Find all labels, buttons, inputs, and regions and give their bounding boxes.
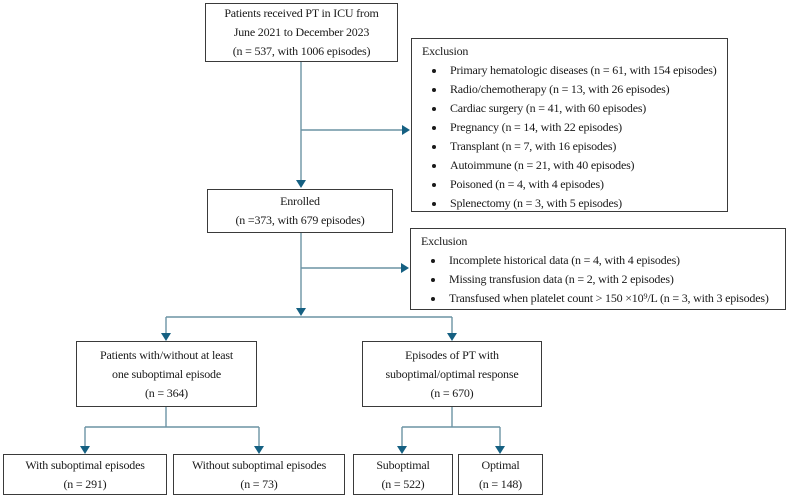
box-exclusion-2: Exclusion Incomplete historical data (n … [410,228,786,310]
box-text-line: (n = 364) [145,385,188,400]
arrowhead-suboptimal [397,446,407,454]
box-patients-received-pt: Patients received PT in ICU from June 20… [205,3,398,62]
arrowhead-with [80,446,90,454]
box-text-line: Patients received PT in ICU from [224,6,379,20]
box-text-line: Enrolled [280,194,320,208]
box-enrolled: Enrolled (n =373, with 679 episodes) [207,189,393,233]
exclusion-item: Poisoned (n = 4, with 4 episodes) [446,175,725,194]
exclusion-item: Radio/chemotherapy (n = 13, with 26 epis… [446,80,725,99]
box-text-line: (n = 537, with 1006 episodes) [232,44,371,58]
box-text-line: (n = 670) [430,385,474,400]
exclusion-item: Missing transfusion data (n = 2, with 2 … [445,270,783,289]
box-text-line: Episodes of PT with [405,347,499,362]
box-text-line: June 2021 to December 2023 [233,25,370,39]
exclusion-item: Autoimmune (n = 21, with 40 episodes) [446,156,725,175]
exclusion-title: Exclusion [422,44,469,58]
box-episodes-pt: Episodes of PT with suboptimal/optimal r… [362,341,542,407]
exclusion-list: Incomplete historical data (n = 4, with … [419,251,783,308]
arrowhead-junction [296,308,306,316]
box-patients-suboptimal: Patients with/without at least one subop… [76,341,257,407]
arrowhead-episodes [447,333,457,341]
box-text-line: (n = 522) [381,476,425,491]
box-text-line: (n =373, with 679 episodes) [235,213,365,227]
exclusion-title: Exclusion [421,234,468,248]
box-text-line: Patients with/without at least [100,347,233,362]
box-optimal: Optimal (n = 148) [458,454,543,495]
arrowhead-exclusion1 [402,125,410,135]
exclusion-item: Transplant (n = 7, with 16 episodes) [446,137,725,156]
exclusion-item: Pregnancy (n = 14, with 22 episodes) [446,118,725,137]
box-text-line: Suboptimal [376,457,430,472]
exclusion-item: Incomplete historical data (n = 4, with … [445,251,783,270]
arrowhead-exclusion2 [401,263,409,273]
arrowhead-optimal [495,446,505,454]
exclusion-item: Cardiac surgery (n = 41, with 60 episode… [446,99,725,118]
box-exclusion-1: Exclusion Primary hematologic diseases (… [411,38,728,212]
arrowhead-enrolled [296,180,306,188]
exclusion-item: Splenectomy (n = 3, with 5 episodes) [446,194,725,213]
box-text-line: (n = 148) [479,476,522,491]
exclusion-item: Transfused when platelet count > 150 ×10… [445,289,783,308]
box-text-line: suboptimal/optimal response [385,366,519,381]
box-suboptimal: Suboptimal (n = 522) [353,454,453,495]
box-text-line: (n = 73) [240,476,278,491]
box-with-suboptimal: With suboptimal episodes (n = 291) [3,454,167,495]
box-text-line: (n = 291) [63,476,107,491]
exclusion-item: Primary hematologic diseases (n = 61, wi… [446,61,725,80]
box-text-line: Optimal [481,457,520,472]
box-text-line: Without suboptimal episodes [191,457,327,472]
box-text-line: one suboptimal episode [112,366,221,381]
arrowhead-without [254,446,264,454]
exclusion-list: Primary hematologic diseases (n = 61, wi… [420,61,725,213]
box-without-suboptimal: Without suboptimal episodes (n = 73) [173,454,345,495]
arrowhead-patients [161,333,171,341]
box-text-line: With suboptimal episodes [25,457,145,472]
